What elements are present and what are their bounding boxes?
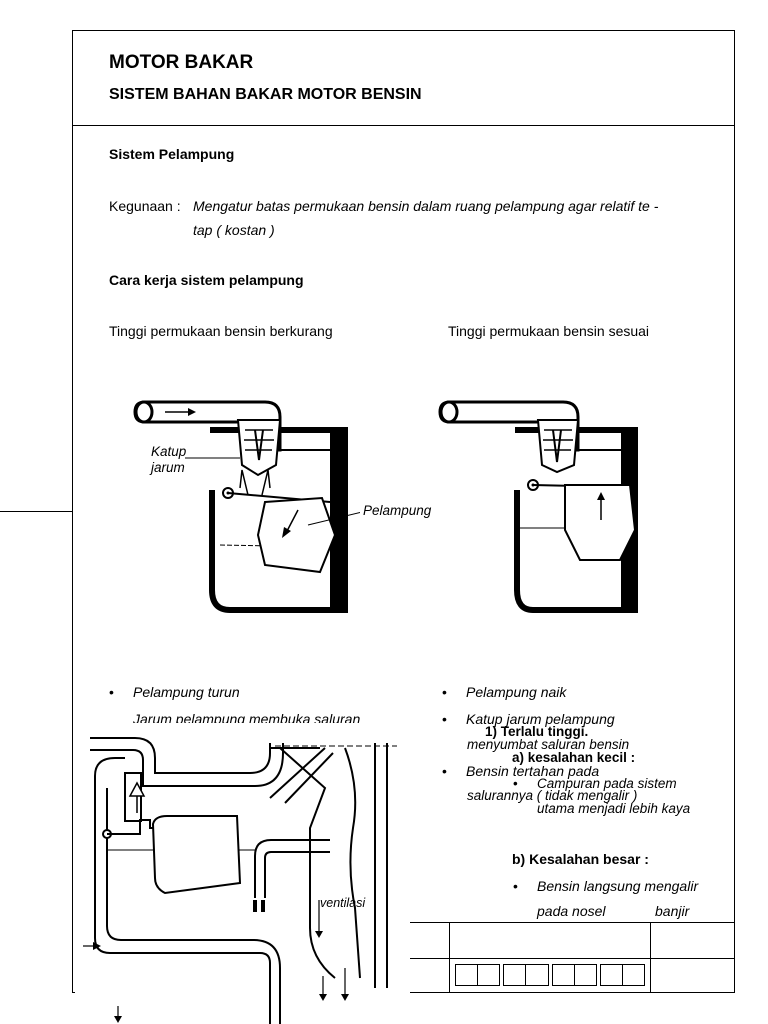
carburetor-diagram-correct-level xyxy=(438,400,638,613)
right-bullet-2: Katup jarum pelampung xyxy=(442,711,615,727)
kegunaan-label: Kegunaan : xyxy=(109,198,181,214)
section-heading: Sistem Pelampung xyxy=(109,146,235,162)
right-caption: Tinggi permukaan bensin sesuai xyxy=(448,323,650,339)
kegunaan-text-line2: tap ( kostan ) xyxy=(193,222,275,238)
titleblock-boxes xyxy=(455,964,645,986)
left-bullet-2: Jarum pelampung membuka saluran xyxy=(133,711,360,723)
label-jarum: jarum xyxy=(151,460,185,475)
titleblock-top-rule xyxy=(410,922,735,923)
left-bullet-1: Pelampung turun xyxy=(109,684,240,700)
text-banjir: banjir xyxy=(655,903,690,919)
text-bensin-langsung: Bensin langsung mengalir xyxy=(513,878,698,894)
left-caption: Tinggi permukaan bensin berkurang xyxy=(109,323,333,339)
text-salurannya: salurannya ( tidak mengalir ) xyxy=(467,788,638,803)
right-bullet-1: Pelampung naik xyxy=(442,684,567,700)
item-kesalahan-kecil: a) kesalahan kecil : xyxy=(512,750,636,765)
titleblock-mid-rule xyxy=(410,958,735,959)
text-campuran: Campuran pada sistem xyxy=(513,776,677,791)
header-divider xyxy=(72,125,735,126)
text-utama: utama menjadi lebih kaya xyxy=(537,801,691,816)
carburetor-diagram-low-level xyxy=(133,400,360,613)
page-subtitle: SISTEM BAHAN BAKAR MOTOR BENSIN xyxy=(109,86,422,103)
label-katup: Katup xyxy=(151,444,187,459)
text-menyumbat: menyumbat saluran bensin xyxy=(467,737,630,752)
cara-kerja-heading: Cara kerja sistem pelampung xyxy=(109,272,304,288)
page-title: MOTOR BAKAR xyxy=(109,52,254,73)
carburetor-cross-section-overlay xyxy=(75,728,410,1024)
right-bullet-3: Bensin tertahan pada xyxy=(442,763,599,779)
titleblock-cell xyxy=(449,922,651,992)
item-kesalahan-besar: b) Kesalahan besar : xyxy=(512,851,649,867)
text-pada-nosel: pada nosel xyxy=(537,903,606,919)
margin-tick xyxy=(0,511,73,512)
item-terlalu-tinggi: 1) Terlalu tinggi. xyxy=(485,724,589,739)
label-ventilasi: ventilasi xyxy=(320,896,366,910)
label-pelampung: Pelampung xyxy=(363,503,432,518)
kegunaan-text-line1: Mengatur batas permukaan bensin dalam ru… xyxy=(193,198,659,214)
